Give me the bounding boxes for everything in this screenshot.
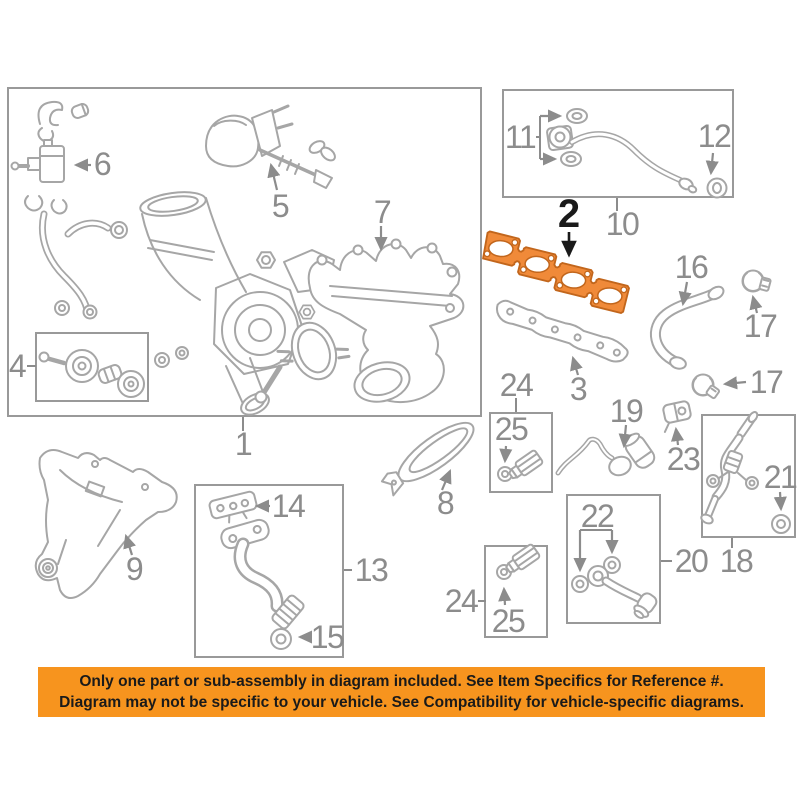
part-label-7: 7 bbox=[373, 194, 392, 230]
part-label-17-upper: 17 bbox=[743, 308, 778, 344]
part-label-17-lower: 17 bbox=[749, 364, 784, 400]
part-label-19: 19 bbox=[609, 393, 644, 429]
vent-hose-19 bbox=[555, 432, 656, 477]
disclaimer-banner: Only one part or sub-assembly in diagram… bbox=[38, 667, 765, 717]
part-label-8: 8 bbox=[436, 485, 455, 521]
part-label-23: 23 bbox=[666, 441, 701, 477]
part-label-25-lower: 25 bbox=[491, 603, 526, 639]
part-label-24-lower: 24 bbox=[444, 583, 479, 619]
turbocharger-assembly bbox=[10, 100, 465, 416]
part-label-9: 9 bbox=[125, 551, 144, 587]
fitting-kit-lower bbox=[496, 543, 541, 580]
part-label-2-highlighted: 2 bbox=[557, 192, 581, 236]
part-label-25-upper: 25 bbox=[494, 411, 529, 447]
heat-shield-9 bbox=[34, 449, 178, 599]
part-label-24-upper: 24 bbox=[499, 367, 534, 403]
part-label-6: 6 bbox=[93, 146, 112, 182]
oil-feed-line-kit bbox=[546, 108, 728, 199]
valve-kit bbox=[38, 349, 145, 398]
fitting-kit-upper bbox=[497, 449, 544, 482]
heat-shield-gasket bbox=[495, 299, 629, 363]
bracket-23 bbox=[662, 400, 692, 433]
v-band-clamp bbox=[276, 321, 351, 381]
outlet-hose-and-clamps bbox=[650, 269, 772, 400]
shield-8 bbox=[380, 421, 475, 497]
wastegate-actuator bbox=[205, 104, 336, 189]
part-label-10: 10 bbox=[605, 206, 640, 242]
part-label-22: 22 bbox=[580, 498, 615, 534]
oil-drain-pipe-kit bbox=[571, 556, 658, 619]
coolant-pipe-kit bbox=[700, 411, 791, 534]
part-label-12: 12 bbox=[697, 118, 732, 154]
oil-return-pipe-kit bbox=[208, 490, 305, 650]
part-label-14: 14 bbox=[271, 488, 306, 524]
part-label-15: 15 bbox=[310, 619, 345, 655]
pointer-arrows bbox=[73, 152, 787, 644]
part-label-4: 4 bbox=[8, 348, 27, 384]
solenoid-valve bbox=[39, 145, 65, 183]
part-label-20: 20 bbox=[674, 543, 709, 579]
part-label-13: 13 bbox=[354, 552, 389, 588]
part-label-16: 16 bbox=[674, 249, 709, 285]
highlighted-exhaust-manifold-gasket bbox=[482, 230, 630, 314]
turbo-center-housing bbox=[54, 191, 351, 416]
disclaimer-line-2: Diagram may not be specific to your vehi… bbox=[59, 694, 744, 711]
part-label-21: 21 bbox=[763, 459, 798, 495]
part-label-5: 5 bbox=[271, 188, 290, 224]
part-label-18: 18 bbox=[719, 543, 754, 579]
leader-lines bbox=[27, 109, 733, 602]
exhaust-manifold bbox=[307, 238, 465, 404]
part-label-1: 1 bbox=[234, 426, 253, 462]
hose-clamp-lower bbox=[691, 373, 721, 400]
part-label-3: 3 bbox=[569, 371, 588, 407]
part-label-11: 11 bbox=[504, 119, 537, 155]
hose-clamp-upper bbox=[741, 269, 772, 293]
disclaimer-line-1: Only one part or sub-assembly in diagram… bbox=[79, 673, 724, 690]
box-part-10 bbox=[502, 89, 734, 198]
